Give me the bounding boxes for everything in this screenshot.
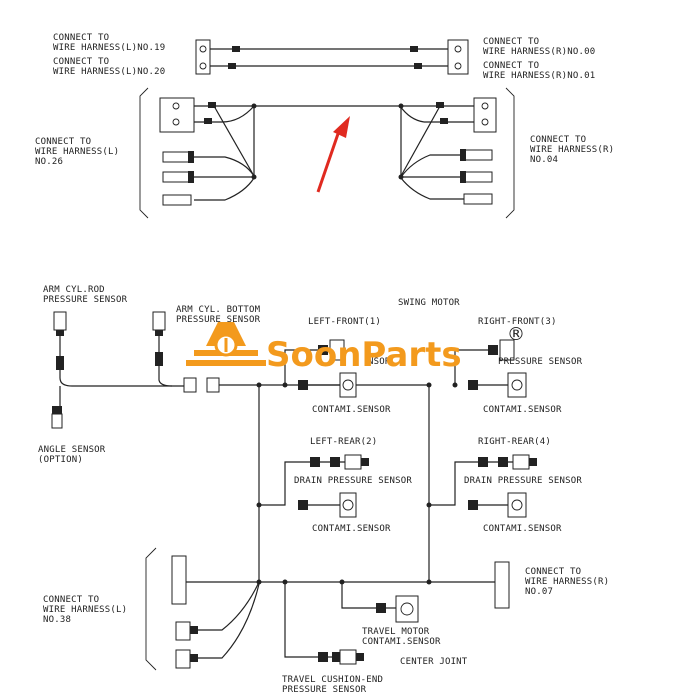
contami-sensor-rr-icon	[507, 492, 527, 518]
contami-sensor-rf-icon	[507, 372, 527, 398]
bottom-harness-section: ARM CYL.ROD PRESSURE SENSOR ARM CYL. BOT…	[38, 285, 615, 695]
label-top-l19: CONNECT TO WIRE HARNESS(L)NO.19	[53, 33, 165, 53]
drain-sensor-lr-icon	[344, 454, 362, 470]
top-harness-section: CONNECT TO WIRE HARNESS(L)NO.19 CONNECT …	[35, 33, 620, 219]
label-top-r01: CONNECT TO WIRE HARNESS(R)NO.01	[483, 61, 595, 81]
label-arm-bottom: ARM CYL. BOTTOM PRESSURE SENSOR	[176, 305, 266, 325]
contami-sensor-lr-icon	[339, 492, 357, 518]
label-contami-lr: CONTAMI.SENSOR	[312, 524, 391, 534]
connector-l26	[159, 97, 195, 133]
watermark-brand: SoonParts	[266, 335, 462, 375]
angle-sensor-icon	[51, 406, 63, 429]
drain-sensor-rr-icon	[512, 454, 530, 470]
red-arrow-icon	[316, 116, 350, 193]
soonparts-watermark: SoonParts ®	[186, 322, 525, 375]
label-travel-motor: TRAVEL MOTOR CONTAMI.SENSOR	[362, 627, 441, 647]
label-bot-r07: CONNECT TO WIRE HARNESS(R) NO.07	[525, 567, 615, 597]
connector-l19-l20	[195, 39, 211, 75]
label-left-front: LEFT-FRONT(1)	[308, 317, 381, 327]
label-top-l26: CONNECT TO WIRE HARNESS(L) NO.26	[35, 137, 125, 167]
connector-r00-r01	[447, 39, 469, 75]
label-top-r04: CONNECT TO WIRE HARNESS(R) NO.04	[530, 135, 620, 165]
contami-sensor-lf-icon	[339, 372, 357, 398]
label-top-l20: CONNECT TO WIRE HARNESS(L)NO.20	[53, 57, 165, 77]
label-drain-lr: DRAIN PRESSURE SENSOR	[294, 476, 412, 486]
label-angle-sensor: ANGLE SENSOR (OPTION)	[38, 445, 111, 465]
watermark-registered: ®	[507, 324, 525, 345]
label-bot-l38: CONNECT TO WIRE HARNESS(L) NO.38	[43, 595, 133, 625]
label-swing-motor: SWING MOTOR	[398, 298, 460, 308]
label-left-rear: LEFT-REAR(2)	[310, 437, 377, 447]
bracket-left-bottom	[145, 547, 157, 671]
label-pressure-sensor-lf: NSOR	[368, 357, 391, 367]
connector-l38	[171, 555, 187, 605]
label-travel-cushion: TRAVEL CUSHION-END PRESSURE SENSOR	[282, 675, 389, 695]
label-pressure-sensor-rf: PRESSURE SENSOR	[498, 357, 583, 367]
arm-rod-sensor-icon	[53, 311, 67, 370]
junction-connector-a	[183, 377, 197, 393]
bracket-left-top	[139, 87, 149, 219]
label-contami-lf: CONTAMI.SENSOR	[312, 405, 391, 415]
bracket-right-top	[505, 87, 515, 219]
junction-connector-b	[206, 377, 220, 393]
label-center-joint: CENTER JOINT	[400, 657, 468, 667]
label-top-r00: CONNECT TO WIRE HARNESS(R)NO.00	[483, 37, 595, 57]
travel-cushion-sensor-icon	[339, 649, 357, 665]
label-right-front: RIGHT-FRONT(3)	[478, 317, 557, 327]
label-contami-rr: CONTAMI.SENSOR	[483, 524, 562, 534]
arm-bottom-sensor-icon	[152, 311, 166, 366]
soonparts-logo-icon	[186, 322, 266, 366]
connector-r07	[494, 561, 510, 609]
label-drain-rr: DRAIN PRESSURE SENSOR	[464, 476, 582, 486]
connector-r04	[473, 97, 497, 133]
label-arm-rod: ARM CYL.ROD PRESSURE SENSOR	[43, 285, 128, 305]
label-contami-rf: CONTAMI.SENSOR	[483, 405, 562, 415]
travel-motor-sensor-icon	[395, 595, 419, 623]
label-right-rear: RIGHT-REAR(4)	[478, 437, 551, 447]
